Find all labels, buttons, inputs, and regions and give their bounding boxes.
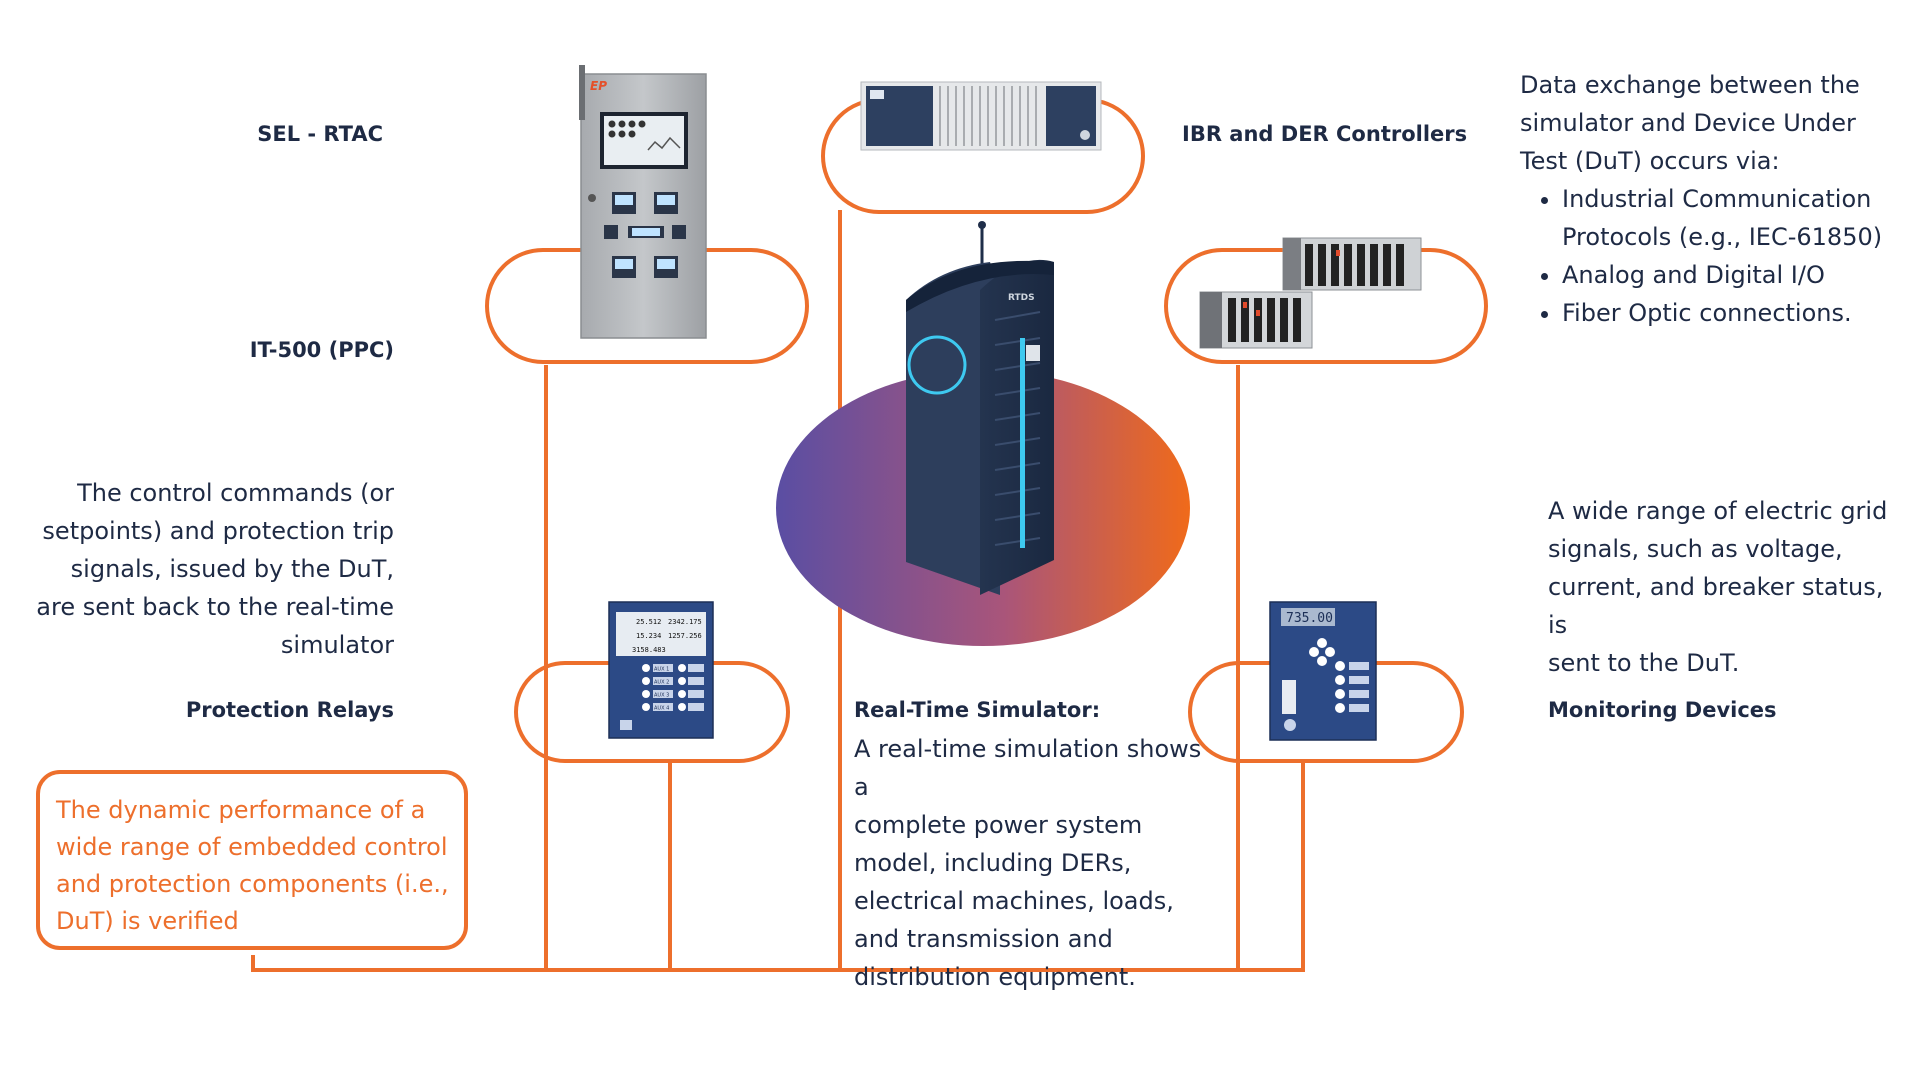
- monitoring-device: 735.00: [1269, 601, 1377, 741]
- control-commands-line: signals, issued by the DuT,: [70, 555, 394, 583]
- grid-signals-line: current, and breaker status, is: [1548, 573, 1884, 639]
- grid-signals-line: sent to the DuT.: [1548, 649, 1740, 677]
- rtac-cabinet: EP: [579, 65, 707, 339]
- relay-value-4: 1257.256: [668, 632, 702, 640]
- verification-text: The dynamic performance of a wide range …: [56, 792, 450, 940]
- bottom-bus-line: [251, 930, 1306, 972]
- tower-logo: RTDS: [1008, 293, 1035, 303]
- relay-value-1: 25.512: [636, 618, 661, 626]
- verification-line: wide range of embedded control: [56, 833, 448, 861]
- verification-line: DuT) is verified: [56, 907, 239, 935]
- label-monitoring-devices: Monitoring Devices: [1548, 698, 1777, 722]
- simulator-description-line: A real-time simulation shows a: [854, 735, 1202, 801]
- bullet-communication-protocols: Industrial Communication Protocols (e.g.…: [1562, 180, 1910, 256]
- data-exchange-intro: simulator and Device Under: [1520, 109, 1856, 137]
- label-protection-relays: Protection Relays: [185, 698, 394, 722]
- verification-line: and protection components (i.e.,: [56, 870, 449, 898]
- grid-signals-line: A wide range of electric grid: [1548, 497, 1888, 525]
- simulator-description-line: electrical machines, loads,: [854, 887, 1174, 915]
- bullet-analog-digital-io: Analog and Digital I/O: [1562, 256, 1910, 294]
- simulator-tower: RTDS: [906, 221, 1054, 595]
- monitor-value: 735.00: [1286, 611, 1333, 626]
- simulator-description-line: model, including DERs,: [854, 849, 1132, 877]
- simulator-title: Real-Time Simulator:: [854, 698, 1101, 722]
- control-commands-line: simulator: [280, 631, 394, 659]
- relay-value-3: 15.234: [636, 632, 661, 640]
- relay-aux-3: AUX 3: [654, 693, 669, 699]
- io-controller-modules: [1199, 237, 1422, 349]
- grid-signals-text: A wide range of electric grid signals, s…: [1548, 492, 1908, 682]
- grid-signals-line: signals, such as voltage,: [1548, 535, 1843, 563]
- label-ibr-der: IBR and DER Controllers: [1182, 122, 1468, 146]
- data-exchange-intro: Data exchange between the: [1520, 71, 1860, 99]
- data-exchange-text: Data exchange between the simulator and …: [1520, 66, 1910, 332]
- verification-line: The dynamic performance of a: [56, 796, 426, 824]
- relay-value-2: 2342.175: [668, 618, 702, 626]
- relay-aux-1: AUX 1: [654, 667, 669, 673]
- data-exchange-bullets: Industrial Communication Protocols (e.g.…: [1520, 180, 1910, 332]
- relay-aux-2: AUX 2: [654, 680, 669, 686]
- simulator-description-line: and transmission and: [854, 925, 1113, 953]
- tower-slots: [994, 311, 1041, 546]
- relay-value-5: 3158.483: [632, 646, 666, 654]
- simulator-description-line: complete power system: [854, 811, 1143, 839]
- control-commands-text: The control commands (or setpoints) and …: [30, 474, 394, 664]
- simulator-description-line: distribution equipment.: [854, 963, 1136, 991]
- label-it500: IT-500 (PPC): [249, 338, 394, 362]
- simulator-description: A real-time simulation shows a complete …: [854, 730, 1214, 996]
- protection-relay-device: 25.512 2342.175 15.234 1257.256 3158.483…: [608, 601, 714, 739]
- bullet-fiber-optic: Fiber Optic connections.: [1562, 294, 1910, 332]
- control-commands-line: setpoints) and protection trip: [42, 517, 394, 545]
- control-commands-line: The control commands (or: [77, 479, 394, 507]
- data-exchange-intro: Test (DuT) occurs via:: [1520, 147, 1780, 175]
- ibr-rack-unit: [860, 81, 1102, 151]
- connection-lines: [251, 98, 1488, 972]
- rtac-brand: EP: [590, 79, 607, 93]
- control-commands-line: are sent back to the real-time: [36, 593, 394, 621]
- relay-aux-4: AUX 4: [654, 706, 669, 712]
- verification-callout: The dynamic performance of a wide range …: [36, 770, 468, 950]
- label-sel-rtac: SEL - RTAC: [257, 122, 383, 146]
